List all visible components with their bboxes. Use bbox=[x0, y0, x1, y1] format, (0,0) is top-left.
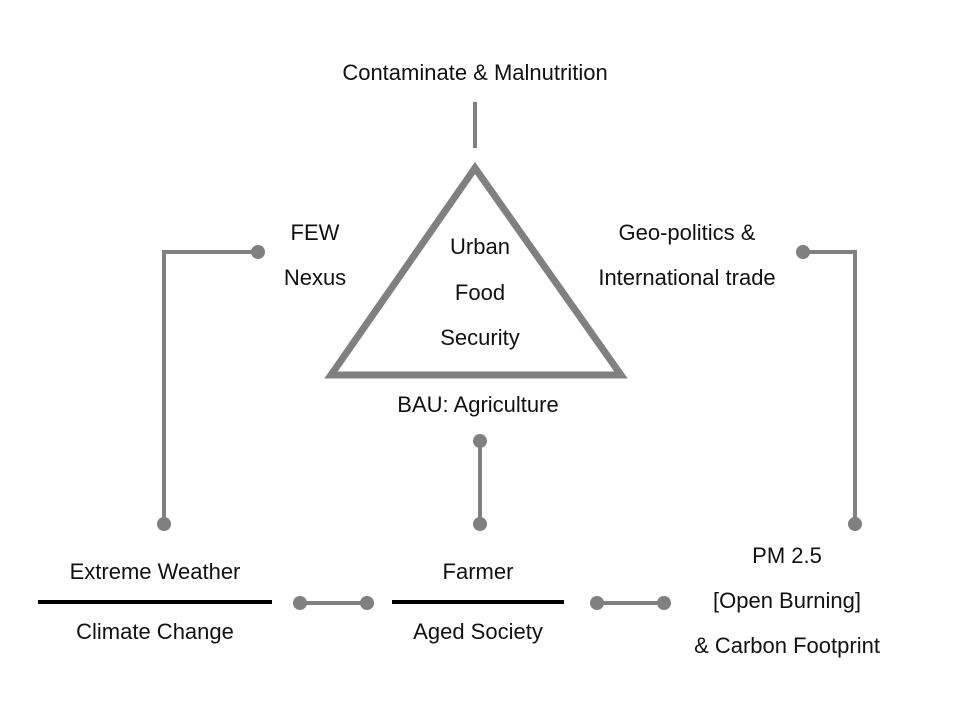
top-label: Contaminate & Malnutrition bbox=[342, 60, 608, 85]
left-top-label-line1: FEW bbox=[290, 220, 340, 245]
left-top-label-line2: Nexus bbox=[283, 265, 347, 290]
food-security-triangle bbox=[324, 161, 628, 379]
connector-dot bbox=[251, 245, 265, 259]
connector-dot bbox=[293, 596, 307, 610]
right-connector bbox=[803, 250, 857, 524]
bottom-right-line1: PM 2.5 bbox=[752, 543, 822, 568]
connector-dot bbox=[360, 596, 374, 610]
bottom-center-upper: Farmer bbox=[442, 559, 514, 584]
right-top-label-line2: International trade bbox=[598, 265, 776, 290]
connector-dot bbox=[157, 517, 171, 531]
connector-dot bbox=[473, 434, 487, 448]
right-top-label-line1: Geo-politics & bbox=[618, 220, 756, 245]
base-label: BAU: Agriculture bbox=[397, 392, 559, 417]
bottom-center-lower: Aged Society bbox=[413, 619, 543, 644]
left-connector bbox=[162, 250, 258, 524]
connector-dot bbox=[848, 517, 862, 531]
center-label-line1: Urban bbox=[450, 234, 510, 259]
connector-dot bbox=[796, 245, 810, 259]
center-label-line3: Security bbox=[440, 325, 520, 350]
bottom-right-line3: & Carbon Footprint bbox=[694, 633, 880, 658]
center-label-line2: Food bbox=[454, 280, 506, 305]
bottom-left-lower: Climate Change bbox=[76, 619, 234, 644]
connector-dot bbox=[590, 596, 604, 610]
connector-dot bbox=[657, 596, 671, 610]
bottom-right-line2: [Open Burning] bbox=[713, 588, 861, 613]
bottom-left-upper: Extreme Weather bbox=[69, 559, 241, 584]
connector-dot bbox=[473, 517, 487, 531]
